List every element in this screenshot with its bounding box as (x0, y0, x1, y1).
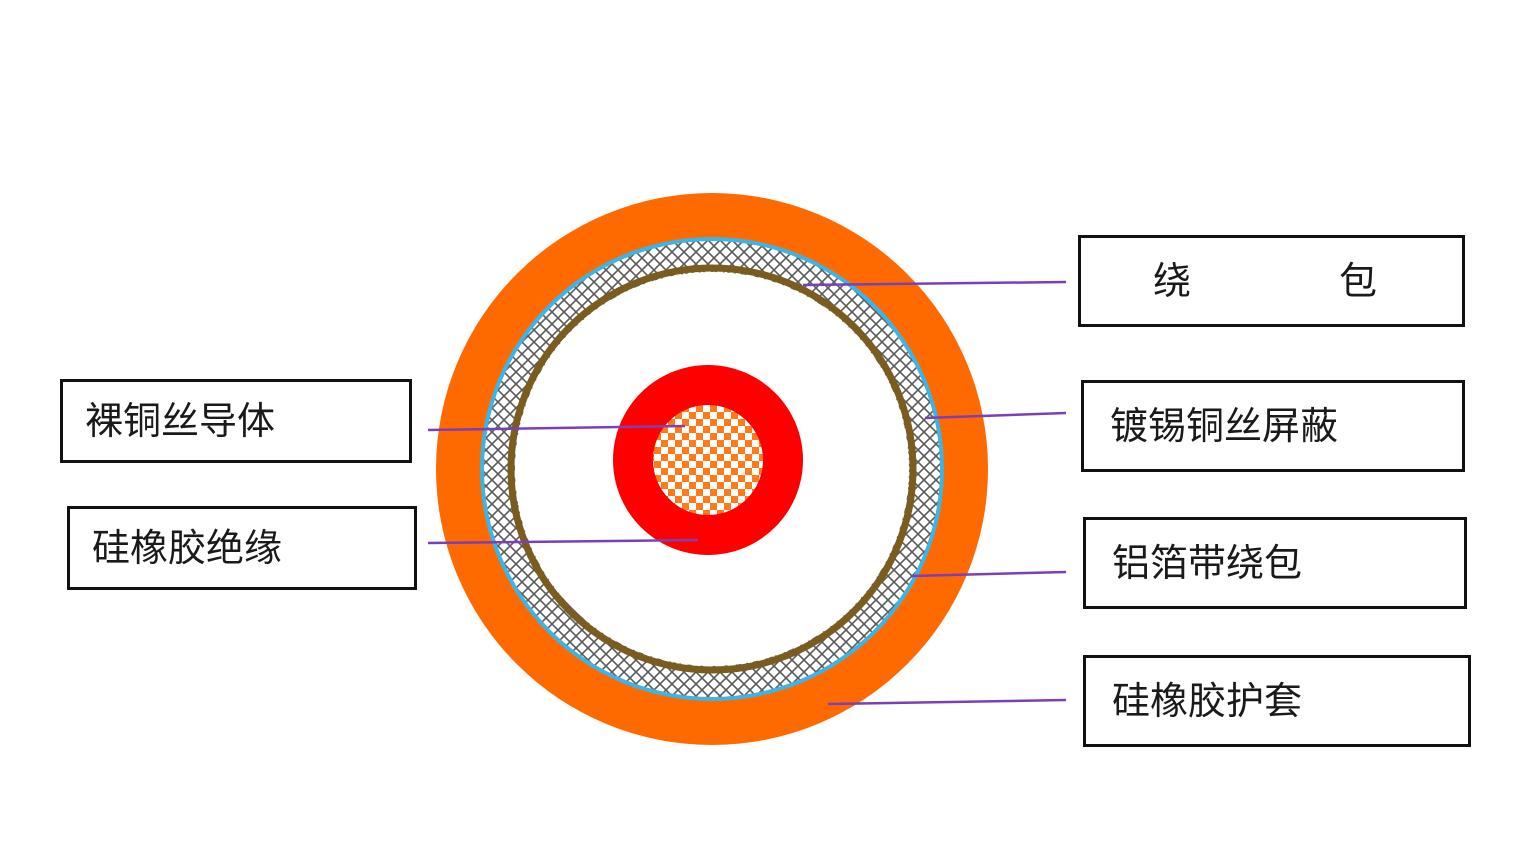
label-wrap-left: 绕 (1153, 259, 1192, 303)
label-wrap: 绕 包 (1078, 235, 1465, 327)
label-wrap-right: 包 (1339, 259, 1378, 303)
leader-line-bare-copper (427, 424, 686, 432)
leader-line-silicone-insulation (427, 538, 699, 545)
leader-lines (427, 280, 1067, 706)
label-silicone-jacket: 硅橡胶护套 (1083, 655, 1471, 747)
aluminum-foil-layer (507, 264, 917, 674)
label-tinned-copper-shield: 镀锡铜丝屏蔽 (1081, 380, 1465, 472)
leader-line-tinned-shield (924, 411, 1067, 420)
label-aluminum-foil-wrap: 铝箔带绕包 (1083, 517, 1467, 609)
leader-line-wrap (802, 280, 1067, 287)
bare-copper-conductor (653, 405, 763, 515)
label-silicone-insulation: 硅橡胶绝缘 (67, 506, 417, 590)
label-bare-copper-conductor: 裸铜丝导体 (60, 379, 412, 463)
leader-line-foil (911, 570, 1067, 578)
leader-line-jacket (827, 698, 1067, 706)
